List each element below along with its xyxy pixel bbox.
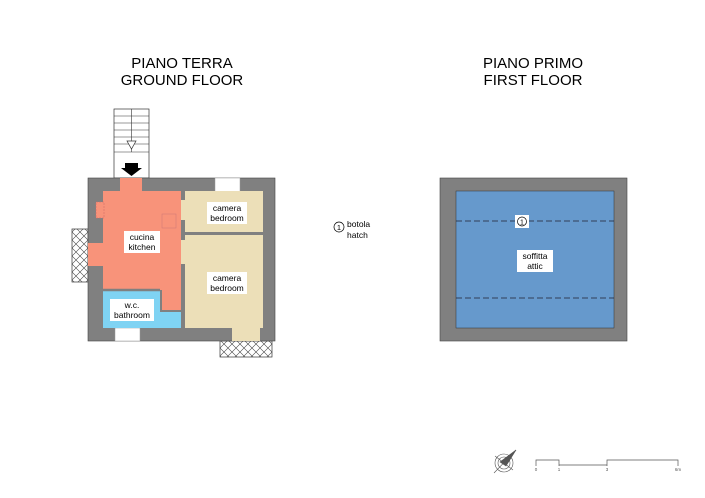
label-en: kitchen <box>129 242 156 252</box>
entrance-door <box>120 178 142 192</box>
legend-number: 1 <box>337 223 341 232</box>
scale-bar <box>535 459 679 466</box>
window <box>114 327 141 342</box>
label-en: bathroom <box>114 310 150 320</box>
title-en: GROUND FLOOR <box>120 72 244 89</box>
first-floor-plan: 1 soffitta attic <box>439 177 628 342</box>
label-attic-bg <box>517 250 553 272</box>
hatch-outline <box>161 213 177 229</box>
scale-tick: 6m <box>675 467 682 472</box>
legend-hatch: 1 botola hatch <box>333 219 370 240</box>
label-kitchen: cucina kitchen <box>124 231 160 253</box>
label-it: camera <box>213 273 242 283</box>
label-bedroom-1: camera bedroom <box>207 202 247 224</box>
scale-tick: 1 <box>558 467 561 472</box>
number-marker-icon <box>517 216 527 227</box>
bedroom-door <box>181 200 185 220</box>
label-it: cucina <box>130 232 155 242</box>
ground-floor-title: PIANO TERRA GROUND FLOOR <box>72 55 292 89</box>
scale-tick: 0 <box>535 467 538 472</box>
first-floor-title: PIANO PRIMO FIRST FLOOR <box>423 55 643 89</box>
label-it: soffitta <box>523 251 548 261</box>
balcony-door <box>232 327 260 341</box>
title-it: PIANO PRIMO <box>482 55 583 72</box>
balcony-left <box>71 228 89 283</box>
title-it: PIANO TERRA <box>131 55 233 72</box>
marker-number: 1 <box>520 220 524 227</box>
label-en: bedroom <box>210 283 244 293</box>
kitchen-door <box>88 243 104 266</box>
label-it: w.c. <box>124 300 140 310</box>
legend-en: hatch <box>347 230 368 240</box>
label-bathroom: w.c. bathroom <box>110 299 154 321</box>
compass-icon <box>493 449 517 474</box>
legend-it: botola <box>347 219 370 229</box>
label-en: attic <box>527 261 543 271</box>
label-en: bedroom <box>210 213 244 223</box>
number-marker-icon <box>333 221 345 233</box>
bedroom-door <box>181 240 185 264</box>
label-it: camera <box>213 203 242 213</box>
niche <box>95 201 105 219</box>
stairs-direction-icon <box>126 140 137 150</box>
entrance-arrow-icon <box>121 163 142 176</box>
label-bedroom-2: camera bedroom <box>207 272 247 294</box>
title-en: FIRST FLOOR <box>483 72 583 89</box>
window <box>214 177 241 193</box>
balcony-bottom <box>219 340 273 358</box>
scale-tick: 3 <box>606 467 609 472</box>
ground-floor-plan <box>71 108 276 358</box>
